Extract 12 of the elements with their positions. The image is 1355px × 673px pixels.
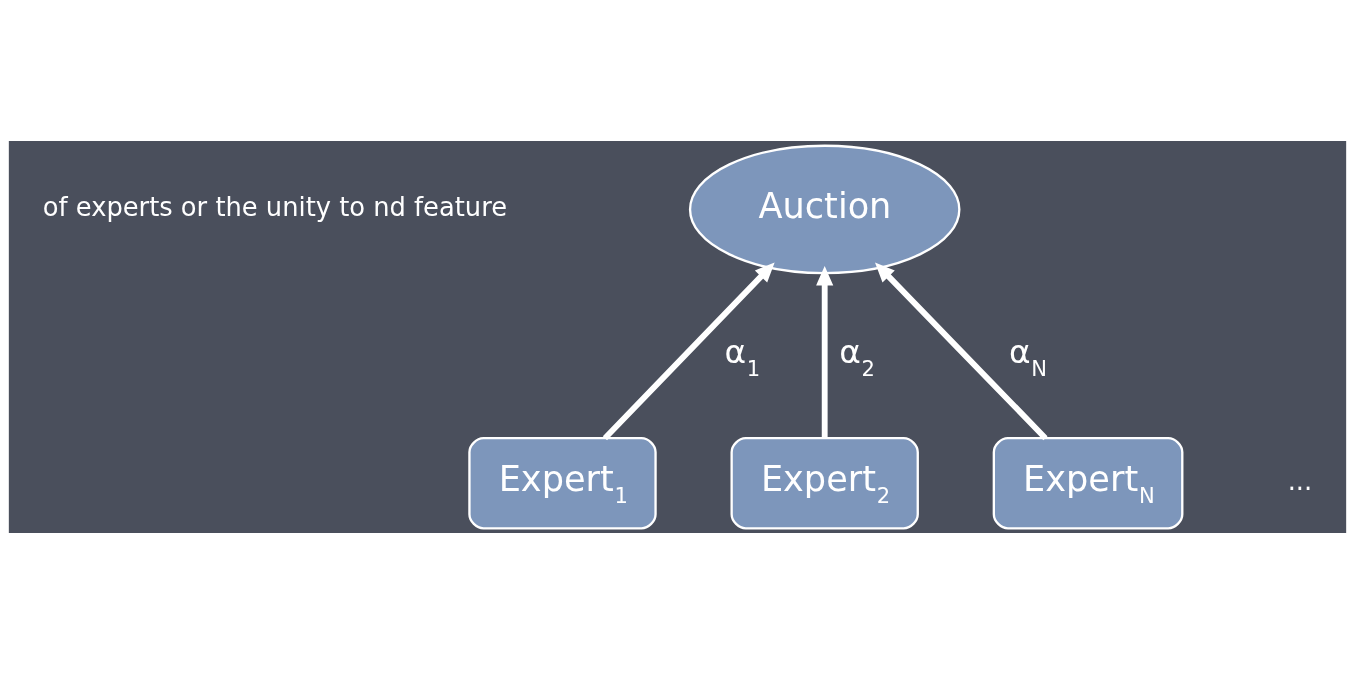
node-ellipse: Auction — [688, 144, 961, 274]
arrow — [602, 261, 775, 440]
label: of experts or the unity to nd feature — [42, 191, 508, 222]
node-box: Expert$_{2}$ — [730, 436, 919, 529]
arrow — [816, 265, 834, 438]
edge-label: α$_{2}$ — [839, 332, 875, 381]
edge-label: α$_{1}$ — [724, 332, 761, 381]
label: ... — [1287, 465, 1313, 496]
node-box: Expert$_{N}$ — [992, 436, 1184, 529]
node-box: Expert$_{1}$ — [468, 436, 657, 529]
edge-label: α$_{N}$ — [1009, 332, 1048, 381]
arrow — [875, 261, 1048, 440]
